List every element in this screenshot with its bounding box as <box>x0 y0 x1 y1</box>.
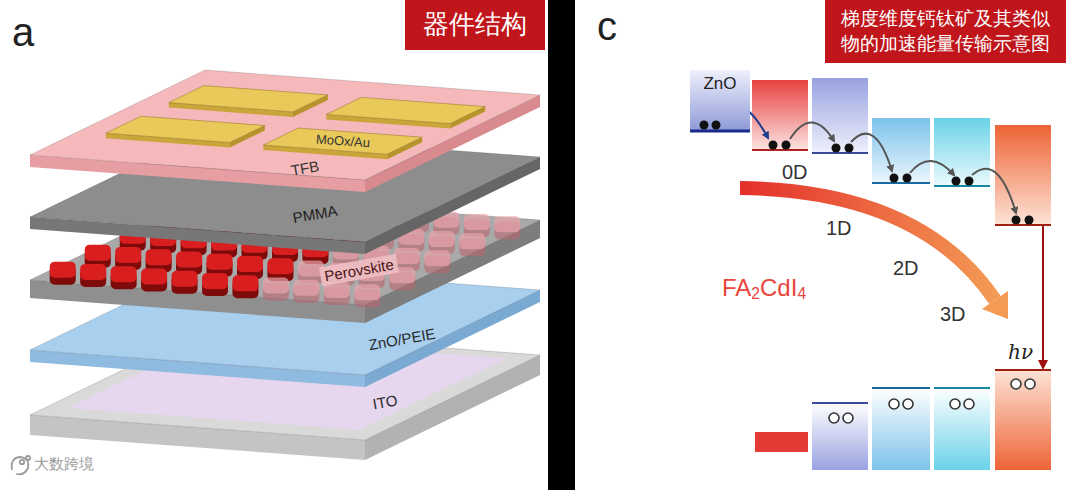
perovskite-grain <box>220 201 246 219</box>
perovskite-grain <box>368 227 394 243</box>
perovskite-grain <box>263 278 289 294</box>
watermark: 大数跨境 <box>34 455 94 473</box>
perovskite-grain <box>190 199 216 217</box>
material-label: ZnO <box>703 74 736 94</box>
electrons <box>769 141 1034 225</box>
dimension-label: 0D <box>782 160 808 184</box>
perovskite-grain <box>424 250 450 266</box>
perovskite-grain <box>464 214 490 230</box>
panel-divider <box>548 0 575 490</box>
valence-levels <box>755 370 1051 470</box>
perovskite-grain <box>302 241 328 257</box>
perovskite-grain <box>277 225 303 243</box>
perovskite-grain <box>293 280 319 296</box>
perovskite-grain <box>232 275 258 291</box>
perovskite-grain <box>155 216 181 234</box>
title-box: 器件结构 <box>405 0 545 50</box>
perovskite-grain <box>176 251 202 267</box>
title-text: 器件结构 <box>423 8 527 42</box>
perovskite-grain <box>312 203 338 219</box>
transfer-arrows <box>718 105 1016 213</box>
perovskite-grain <box>181 232 207 248</box>
perovskite-grain <box>307 222 333 238</box>
perovskite-grain <box>216 215 242 231</box>
perovskite-grain <box>190 194 216 210</box>
perovskite-grain <box>211 234 237 250</box>
emission-arrow <box>1038 226 1048 370</box>
dimension-label: 3D <box>940 302 966 326</box>
perovskite-grain <box>459 233 485 249</box>
perovskite-grain <box>433 212 459 228</box>
title-box: 梯度维度钙钛矿及其类似物的加速能量传输示意图 <box>825 0 1066 63</box>
perovskite-grain <box>50 262 76 278</box>
electrode-bars: MoOx/Au <box>20 60 550 220</box>
compound-label: FA2CdI4 <box>722 274 806 304</box>
panel-letter: c <box>597 2 617 50</box>
perovskite-grain <box>141 268 167 284</box>
photon-label: hν <box>1008 340 1033 364</box>
perovskite-grain <box>246 217 272 233</box>
zno-level-box: ZnO <box>690 70 750 133</box>
perovskite-grain <box>372 212 398 230</box>
perovskite-grain <box>398 229 424 245</box>
perovskite-grain <box>272 239 298 255</box>
perovskite-grain <box>307 227 333 245</box>
perovskite-grain <box>337 224 363 240</box>
perovskite-grain <box>202 273 228 289</box>
perovskite-grain <box>267 258 293 274</box>
perovskite-grain <box>342 210 368 228</box>
perovskite-grain <box>207 254 233 270</box>
perovskite-grain <box>146 249 172 265</box>
perovskite-grain <box>333 244 359 260</box>
perovskite-grain <box>216 220 242 238</box>
perovskite-grain <box>237 256 263 272</box>
perovskite-grain <box>111 266 137 282</box>
perovskite-grain <box>150 230 176 246</box>
perovskite-grain <box>172 271 198 287</box>
perovskite-grain <box>281 200 307 216</box>
perovskite-grain <box>115 247 141 263</box>
tfb-layer: TFBMoOx/Au <box>20 60 550 220</box>
panel-letter: a <box>12 8 34 56</box>
perovskite-grain <box>120 228 146 244</box>
layer-face <box>30 330 540 440</box>
perovskite-grain <box>85 245 111 261</box>
perovskite-grain <box>429 231 455 247</box>
perovskite-grain <box>251 198 277 214</box>
title-text: 梯度维度钙钛矿及其类似物的加速能量传输示意图 <box>839 7 1052 56</box>
perovskite-grain <box>242 237 268 253</box>
dimension-arrow <box>740 188 1008 319</box>
holes <box>829 379 1035 423</box>
perovskite-grain <box>342 205 368 221</box>
layer-face <box>68 337 507 430</box>
layer-face <box>106 116 265 142</box>
layer-shape <box>20 60 550 220</box>
perovskite-grain <box>372 207 398 223</box>
perovskite-grain <box>155 211 181 227</box>
perovskite-grain <box>354 284 380 300</box>
watermark-icon <box>12 456 30 474</box>
conduction-levels <box>752 78 1051 225</box>
perovskite-grain <box>494 216 520 232</box>
perovskite-grain <box>394 248 420 264</box>
dimension-label: 2D <box>893 256 919 280</box>
perovskite-grain <box>403 210 429 226</box>
dimension-label: 1D <box>826 216 852 240</box>
layer-face <box>263 128 422 154</box>
perovskite-grain <box>251 203 277 221</box>
perovskite-grain <box>246 222 272 240</box>
perovskite-grain <box>185 218 211 236</box>
layer-face <box>326 97 485 123</box>
perovskite-grain <box>312 208 338 226</box>
perovskite-grain <box>185 213 211 229</box>
perovskite-grain <box>277 220 303 236</box>
perovskite-grain <box>80 264 106 280</box>
perovskite-grain <box>281 205 307 223</box>
layer-face <box>169 86 328 112</box>
perovskite-grain <box>220 196 246 212</box>
perovskite-grain <box>337 229 363 247</box>
